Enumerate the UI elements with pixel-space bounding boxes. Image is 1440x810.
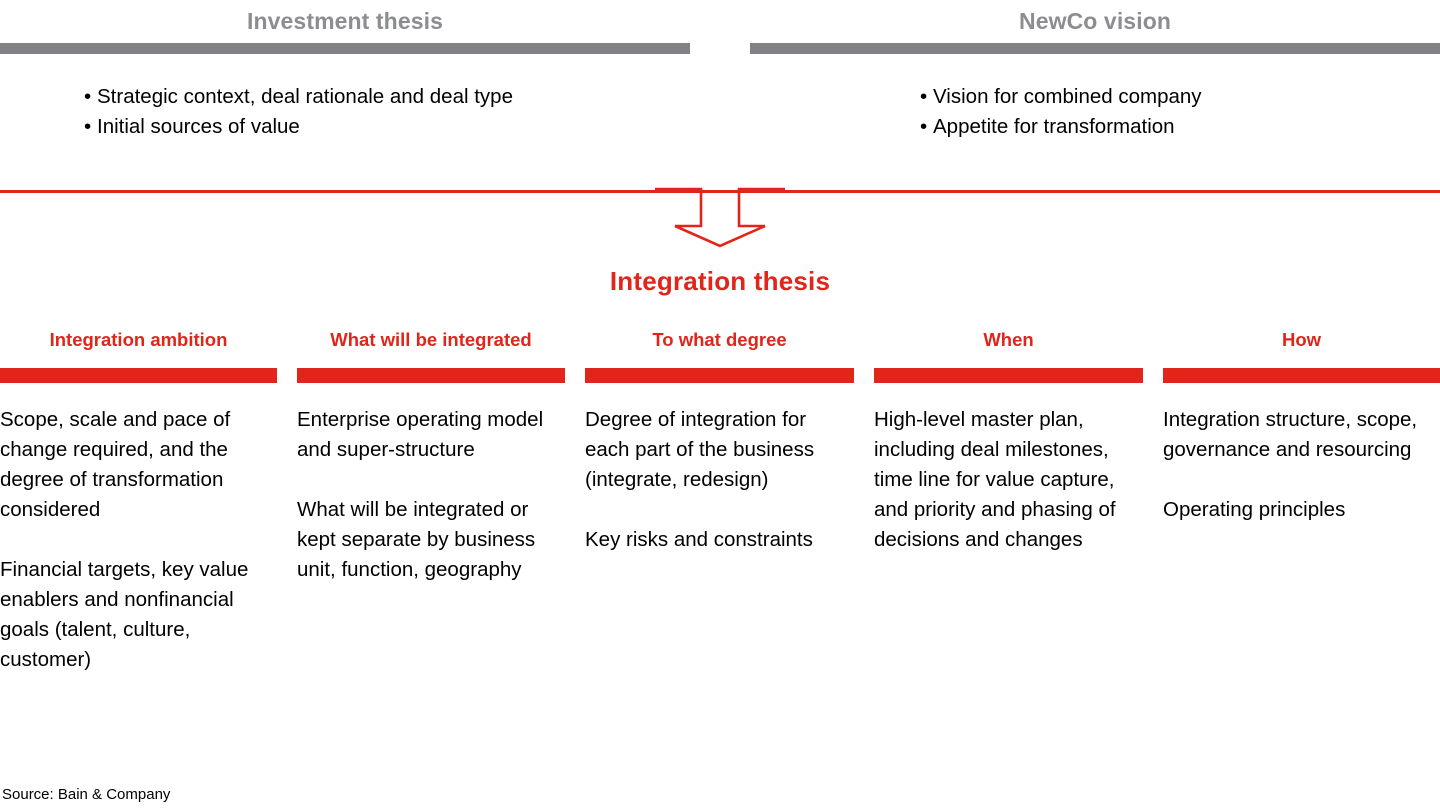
column-header-rule (585, 368, 854, 383)
column-header: How (1281, 329, 1322, 350)
list-item: •Appetite for transformation (920, 112, 1440, 142)
list-item-label: Strategic context, deal rationale and de… (97, 85, 513, 108)
investment-thesis-rule (0, 43, 690, 54)
column-header-rule (0, 368, 277, 383)
column-how: How Integration structure, scope, govern… (1163, 325, 1440, 525)
newco-vision-title: NewCo vision (1018, 8, 1171, 34)
down-arrow-icon (655, 187, 785, 248)
column-header: What will be integrated (330, 329, 532, 350)
list-item: •Initial sources of value (84, 112, 690, 142)
column-body: Scope, scale and pace of change required… (0, 405, 277, 675)
column-body: High-level master plan, including deal m… (874, 405, 1143, 555)
list-item-label: Appetite for transformation (933, 115, 1175, 138)
bullet-dot-icon: • (84, 115, 92, 138)
column-paragraph: Enterprise operating model and super-str… (297, 408, 544, 461)
column-body: Enterprise operating model and super-str… (297, 405, 565, 585)
column-header: When (983, 329, 1034, 350)
column-body: Degree of integration for each part of t… (585, 405, 854, 555)
column-what-will-be-integrated: What will be integrated Enterprise opera… (297, 325, 565, 585)
source-note: Source: Bain & Company (2, 786, 171, 803)
column-to-what-degree: To what degree Degree of integration for… (585, 325, 854, 555)
bullet-dot-icon: • (920, 85, 928, 108)
investment-thesis-title: Investment thesis (247, 8, 443, 34)
list-item: •Vision for combined company (920, 82, 1440, 112)
bullet-dot-icon: • (920, 115, 928, 138)
column-paragraph: Operating principles (1163, 498, 1346, 521)
column-paragraph: High-level master plan, including deal m… (874, 408, 1116, 551)
newco-vision-rule (750, 43, 1440, 54)
column-paragraph: Integration structure, scope, governance… (1163, 408, 1418, 461)
column-header-rule (874, 368, 1143, 383)
bullet-dot-icon: • (84, 85, 92, 108)
column-header-rule (297, 368, 565, 383)
column-header-rule (1163, 368, 1440, 383)
investment-thesis-bullet-list: •Strategic context, deal rationale and d… (0, 82, 690, 142)
list-item-label: Initial sources of value (97, 115, 300, 138)
column-integration-ambition: Integration ambition Scope, scale and pa… (0, 325, 277, 675)
integration-thesis-title: Integration thesis (609, 266, 831, 296)
column-body: Integration structure, scope, governance… (1163, 405, 1440, 525)
red-divider-line (0, 190, 1440, 193)
column-paragraph: Key risks and constraints (585, 528, 813, 551)
column-header: Integration ambition (49, 329, 228, 350)
list-item-label: Vision for combined company (933, 85, 1202, 108)
list-item: •Strategic context, deal rationale and d… (84, 82, 690, 112)
investment-thesis-panel: Investment thesis •Strategic context, de… (0, 0, 690, 142)
column-paragraph: Financial targets, key value enablers an… (0, 558, 249, 671)
integration-thesis-columns: Integration ambition Scope, scale and pa… (0, 325, 1440, 765)
column-when: When High-level master plan, including d… (874, 325, 1143, 555)
column-header: To what degree (652, 329, 787, 350)
column-paragraph: Degree of integration for each part of t… (585, 408, 815, 491)
column-paragraph: What will be integrated or kept separate… (297, 498, 536, 581)
column-paragraph: Scope, scale and pace of change required… (0, 408, 231, 521)
newco-vision-panel: NewCo vision •Vision for combined compan… (750, 0, 1440, 142)
newco-vision-bullet-list: •Vision for combined company •Appetite f… (750, 82, 1440, 142)
